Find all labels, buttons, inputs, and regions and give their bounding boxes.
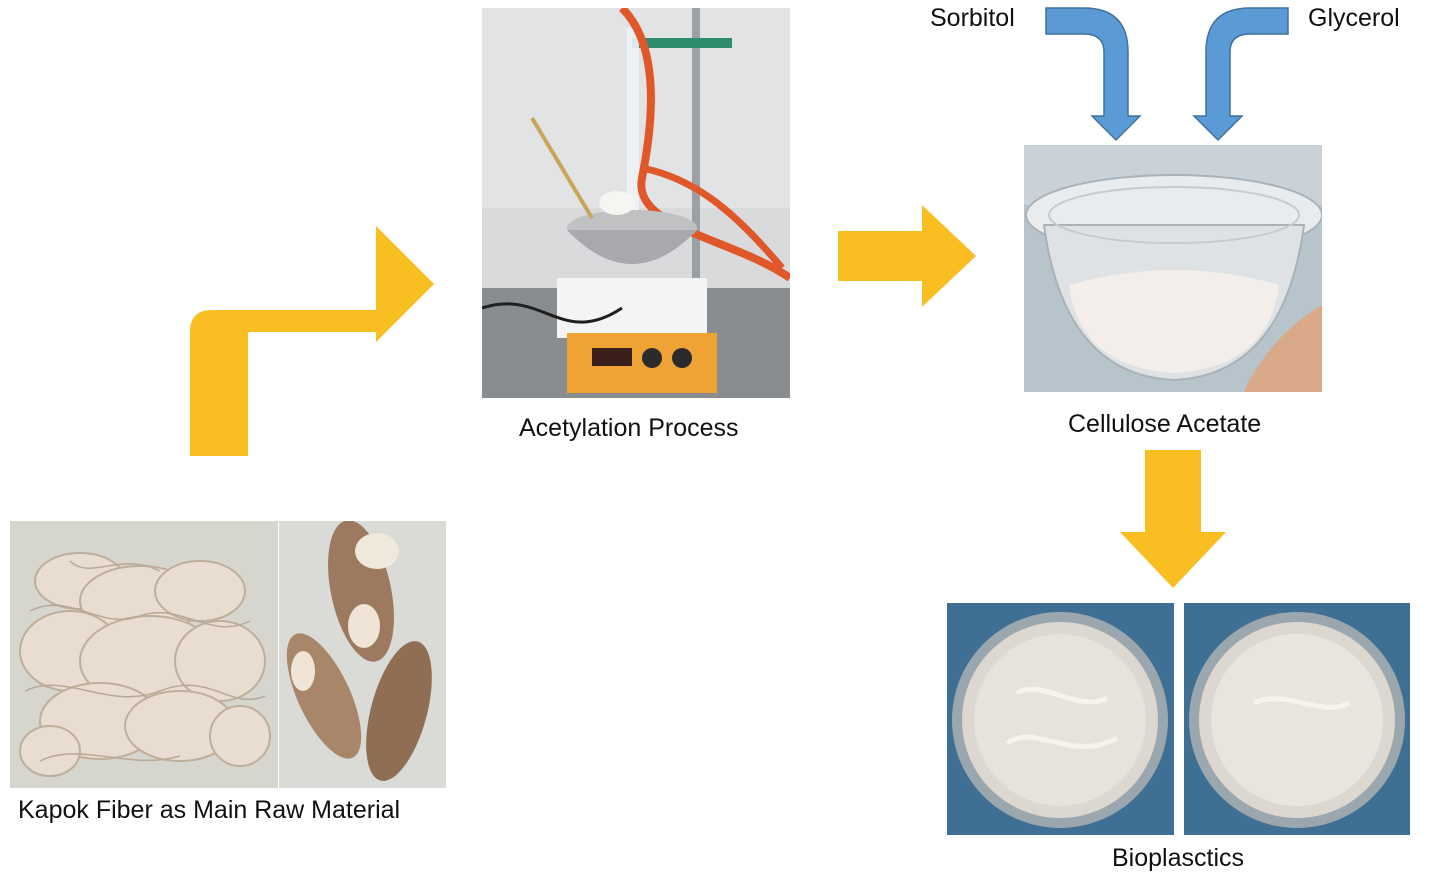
bioplastics-label: Bioplasctics: [1112, 844, 1244, 872]
acetylation-photo: [482, 8, 790, 398]
cellulose-acetate-label: Cellulose Acetate: [1068, 410, 1262, 438]
kapok-fiber-photo: [10, 521, 278, 788]
cellulose-acetate-photo: [1024, 145, 1322, 392]
bioplastic-dish-photo-1: [947, 603, 1174, 835]
right-arrow-shape: [838, 205, 976, 307]
glycerol-arrow-shape: [1192, 7, 1289, 142]
kapok-pods-photo: [279, 521, 446, 788]
glycerol-arrow-icon: [1192, 7, 1289, 142]
bent-arrow-icon: [190, 226, 434, 456]
down-arrow-icon: [1120, 450, 1226, 588]
raw-material-label: Kapok Fiber as Main Raw Material: [18, 796, 401, 824]
right-arrow-icon: [838, 205, 976, 307]
acetylation-label: Acetylation Process: [519, 414, 739, 442]
sorbitol-arrow-icon: [1045, 7, 1142, 142]
bioplastic-dish-photo-2: [1184, 603, 1410, 835]
sorbitol-label: Sorbitol: [930, 4, 1015, 32]
down-arrow-shape: [1120, 450, 1226, 588]
glycerol-label: Glycerol: [1308, 4, 1400, 32]
sorbitol-arrow-shape: [1045, 7, 1142, 142]
bent-arrow-shape: [190, 226, 434, 456]
